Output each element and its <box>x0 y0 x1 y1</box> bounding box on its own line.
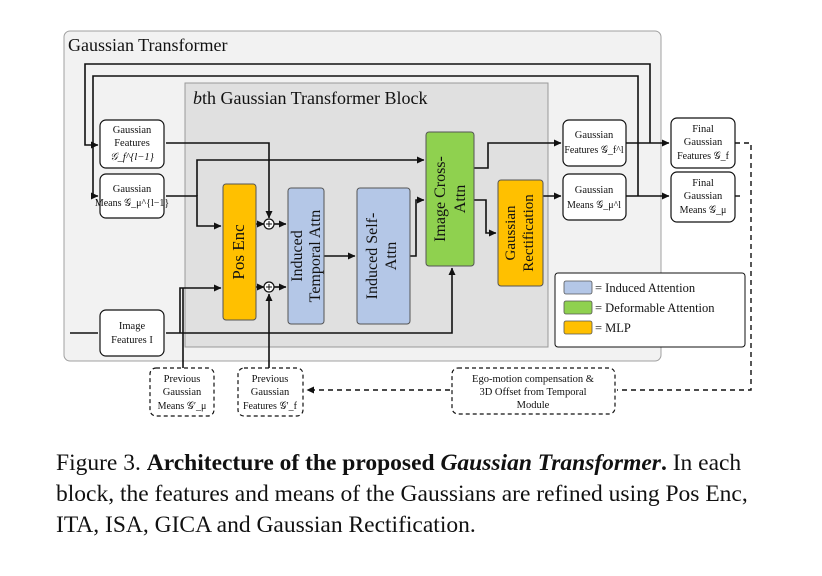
legend-label-induced: = Induced Attention <box>595 281 696 295</box>
output-gaussian-means-l: Gaussian Means 𝒢_μ^l <box>562 173 627 221</box>
ego-motion-dashed-wire <box>617 142 752 391</box>
svg-text:Means 𝒢_μ^l: Means 𝒢_μ^l <box>567 200 621 211</box>
svg-text:Module: Module <box>517 400 550 411</box>
svg-text:Attn: Attn <box>452 185 469 213</box>
svg-text:Final: Final <box>692 178 714 189</box>
caption-body: In each block, the features and means of… <box>56 450 748 538</box>
svg-text:Features 𝒢_f: Features 𝒢_f <box>677 151 729 162</box>
legend-label-mlp: = MLP <box>595 321 631 335</box>
architecture-diagram: Gaussian Transformer bth Gaussian Transf… <box>63 30 752 417</box>
svg-text:Gaussian: Gaussian <box>575 130 614 141</box>
ego-motion-box: Ego-motion compensation & 3D Offset from… <box>451 367 616 415</box>
legend-label-deformable: = Deformable Attention <box>595 301 715 315</box>
input-image-features: Image Features I <box>99 309 165 357</box>
caption-bold-b: . <box>660 450 667 476</box>
svg-text:Previous: Previous <box>252 374 289 385</box>
svg-text:Gaussian: Gaussian <box>575 185 614 196</box>
block-title: bth Gaussian Transformer Block <box>193 88 427 108</box>
svg-text:Features 𝒢_f^l: Features 𝒢_f^l <box>564 145 624 156</box>
previous-gaussian-features: Previous Gaussian Features 𝒢′_f <box>237 367 304 417</box>
caption-bold-italic: Gaussian Transformer <box>440 450 661 476</box>
final-gaussian-means: Final Gaussian Means 𝒢_μ <box>670 171 736 223</box>
svg-text:Image Cross-: Image Cross- <box>432 156 449 242</box>
induced-self-attn-module: Induced Self- Attn <box>356 187 411 325</box>
caption-prefix: Figure 3. <box>56 450 147 476</box>
svg-text:Gaussian: Gaussian <box>684 191 723 202</box>
svg-text:Gaussian: Gaussian <box>503 205 519 260</box>
svg-text:Means 𝒢_μ: Means 𝒢_μ <box>680 205 727 216</box>
svg-text:Features 𝒢′_f: Features 𝒢′_f <box>243 401 298 412</box>
svg-text:𝒢_f^{l−1}: 𝒢_f^{l−1} <box>110 152 155 163</box>
legend-swatch-mlp <box>563 320 593 335</box>
input-gaussian-means: Gaussian Means 𝒢_μ^{l−1} <box>95 173 169 219</box>
svg-text:Means 𝒢′_μ: Means 𝒢′_μ <box>158 401 207 412</box>
svg-text:Features I: Features I <box>111 335 153 346</box>
svg-text:Means 𝒢_μ^{l−1}: Means 𝒢_μ^{l−1} <box>95 198 169 209</box>
means-loop-wire <box>91 75 639 200</box>
previous-gaussian-means: Previous Gaussian Means 𝒢′_μ <box>149 367 215 417</box>
svg-text:Pos Enc: Pos Enc <box>229 224 248 280</box>
outer-title: Gaussian Transformer <box>68 35 228 55</box>
caption-bold-a: Architecture of the proposed <box>146 450 441 476</box>
plus-bottom-icon <box>263 281 275 293</box>
svg-text:Rectification: Rectification <box>521 194 537 272</box>
output-gaussian-features-l: Gaussian Features 𝒢_f^l <box>562 119 627 167</box>
gaussian-rectification-module: Gaussian Rectification <box>497 179 544 287</box>
svg-text:Temporal Attn: Temporal Attn <box>307 210 324 303</box>
feature-loop-wire <box>84 63 651 149</box>
figure-caption: Figure 3. Architecture of the proposed G… <box>56 448 796 541</box>
svg-text:Features: Features <box>114 138 150 149</box>
pos-enc-module: Pos Enc <box>222 183 257 321</box>
svg-text:Final: Final <box>692 124 714 135</box>
svg-text:Image: Image <box>119 321 146 332</box>
svg-text:Gaussian: Gaussian <box>251 387 290 398</box>
svg-text:Ego-motion compensation &: Ego-motion compensation & <box>472 374 594 385</box>
svg-text:Gaussian: Gaussian <box>113 125 152 136</box>
input-gaussian-features: Gaussian Features 𝒢_f^{l−1} <box>99 119 165 169</box>
plus-top-icon <box>263 218 275 230</box>
svg-text:Gaussian: Gaussian <box>113 184 152 195</box>
svg-text:Induced Self-: Induced Self- <box>364 213 381 300</box>
svg-text:Induced: Induced <box>289 230 306 282</box>
svg-text:Previous: Previous <box>164 374 201 385</box>
legend-swatch-induced <box>563 280 593 295</box>
svg-text:3D Offset from Temporal: 3D Offset from Temporal <box>479 387 586 398</box>
image-cross-attn-module: Image Cross- Attn <box>425 131 475 267</box>
svg-text:Gaussian: Gaussian <box>163 387 202 398</box>
legend-swatch-deformable <box>563 300 593 315</box>
svg-text:Gaussian: Gaussian <box>684 137 723 148</box>
final-gaussian-features: Final Gaussian Features 𝒢_f <box>670 117 736 169</box>
svg-text:Attn: Attn <box>383 242 400 270</box>
induced-temporal-attn-module: Induced Temporal Attn <box>287 187 325 325</box>
legend: = Induced Attention = Deformable Attenti… <box>554 272 746 348</box>
